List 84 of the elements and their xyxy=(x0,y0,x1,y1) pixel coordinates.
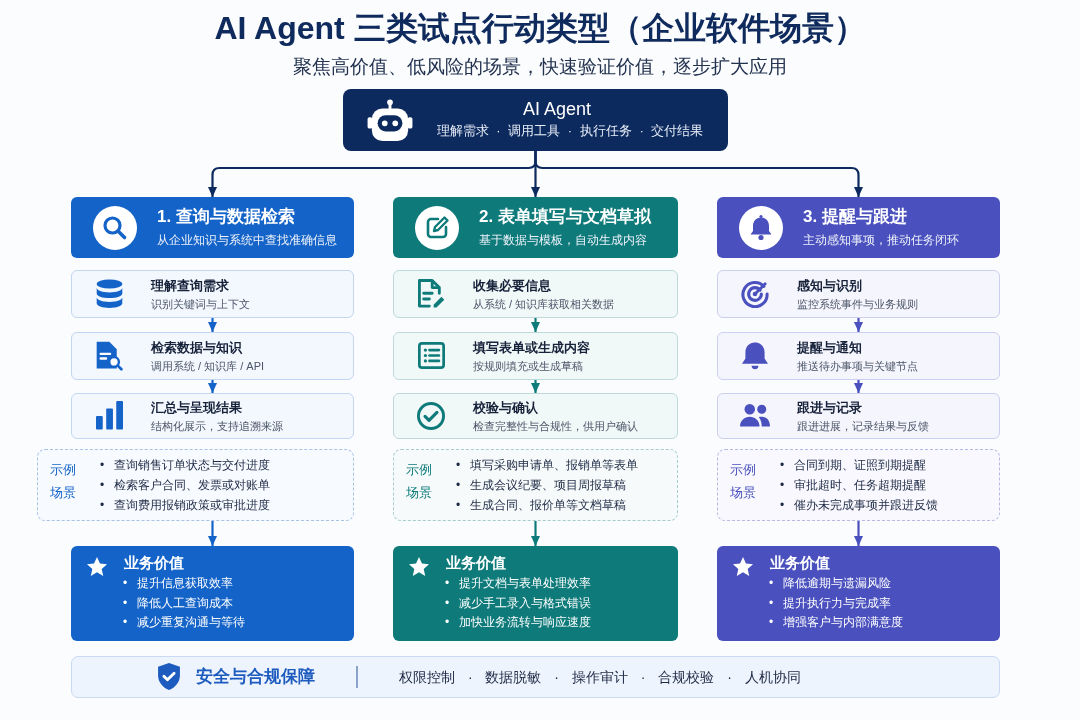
example-panel xyxy=(393,449,678,521)
step-card xyxy=(71,332,354,380)
category-subtitle: 基于数据与模板，自动生成内容 xyxy=(479,232,647,248)
bullet-item: • 提升执行力与完成率 xyxy=(769,594,891,612)
flow-arrow xyxy=(531,318,540,332)
category-title: 1. 查询与数据检索 xyxy=(157,206,295,228)
bullet-item: • 减少重复沟通与等待 xyxy=(123,614,245,631)
agent-title: AI Agent xyxy=(522,98,592,120)
compliance-heading: 安全与合规保障 xyxy=(196,666,315,688)
example-panel xyxy=(717,449,1000,521)
step-title: 感知与识别 xyxy=(797,277,862,294)
category-header xyxy=(393,197,678,258)
flow-arrow xyxy=(854,380,863,393)
step-description: 监控系统事件与业务规则 xyxy=(797,297,918,311)
step-description: 按规则填充或生成草稿 xyxy=(473,359,583,373)
flow-arrow xyxy=(208,521,217,546)
agent-card xyxy=(343,89,728,151)
flow-arrow xyxy=(208,380,217,393)
category-title: 3. 提醒与跟进 xyxy=(803,206,907,228)
diagram-title: AI Agent 三类试点行动类型（企业软件场景） xyxy=(214,9,866,48)
bullet-item: • 催办未完成事项并跟进反馈 xyxy=(780,497,938,514)
flow-arrow xyxy=(534,151,863,197)
bullet-item: • 填写采购申请单、报销单等表单 xyxy=(456,457,638,474)
flow-arrow xyxy=(208,318,217,332)
category-subtitle: 从企业知识与系统中查找准确信息 xyxy=(157,232,337,248)
flow-arrow xyxy=(531,380,540,393)
step-card xyxy=(393,270,678,318)
bullet-item: • 增强客户与内部满意度 xyxy=(769,614,903,631)
step-title: 收集必要信息 xyxy=(473,277,551,294)
step-card xyxy=(717,393,1000,439)
step-description: 跟进进展，记录结果与反馈 xyxy=(797,419,929,433)
step-card xyxy=(717,332,1000,380)
step-title: 汇总与呈现结果 xyxy=(151,399,242,416)
step-title: 填写表单或生成内容 xyxy=(473,339,590,356)
category-header xyxy=(717,197,1000,258)
bullet-item: • 生成合同、报价单等文档草稿 xyxy=(456,497,626,514)
value-card xyxy=(717,546,1000,641)
step-title: 提醒与通知 xyxy=(797,339,862,356)
bullet-item: • 合同到期、证照到期提醒 xyxy=(780,457,926,474)
step-card xyxy=(717,270,1000,318)
bullet-item: • 提升信息获取效率 xyxy=(123,575,233,592)
step-description: 识别关键词与上下文 xyxy=(151,297,250,311)
step-title: 理解查询需求 xyxy=(151,277,229,294)
example-heading: 示例场景 xyxy=(730,461,756,502)
value-card xyxy=(393,546,678,641)
step-title: 跟进与记录 xyxy=(797,399,862,416)
bullet-item: • 生成会议纪要、项目周报草稿 xyxy=(456,477,626,494)
bullet-item: • 检索客户合同、发票或对账单 xyxy=(100,477,270,494)
value-heading: 业务价值 xyxy=(446,553,506,573)
category-subtitle: 主动感知事项，推动任务闭环 xyxy=(803,232,959,248)
step-card xyxy=(393,332,678,380)
bullet-item: • 降低人工查询成本 xyxy=(123,594,233,612)
bullet-item: • 查询销售订单状态与交付进度 xyxy=(100,457,270,474)
value-heading: 业务价值 xyxy=(124,553,184,573)
flow-arrow xyxy=(854,318,863,332)
agent-subtitle: 理解需求 · 调用工具 · 执行任务 · 交付结果 xyxy=(436,123,704,139)
flow-arrow xyxy=(854,521,863,546)
compliance-items: 权限控制 · 数据脱敏 · 操作审计 · 合规校验 · 人机协同 xyxy=(399,668,801,686)
bullet-item: • 加快业务流转与响应速度 xyxy=(445,614,591,631)
example-heading: 示例场景 xyxy=(406,461,432,502)
step-card xyxy=(71,270,354,318)
compliance-bar xyxy=(71,656,1000,698)
example-heading: 示例场景 xyxy=(50,461,76,502)
subtitle: 聚焦高价值、低风险的场景，快速验证价值，逐步扩大应用 xyxy=(293,55,787,79)
flow-arrow xyxy=(531,521,540,546)
bullet-item: • 减少手工录入与格式错误 xyxy=(445,594,591,612)
bullet-item: • 审批超时、任务超期提醒 xyxy=(780,477,926,494)
step-title: 校验与确认 xyxy=(473,399,538,416)
bullet-item: • 提升文档与表单处理效率 xyxy=(445,575,591,592)
step-card xyxy=(393,393,678,439)
example-panel xyxy=(37,449,354,521)
value-heading: 业务价值 xyxy=(770,553,830,573)
step-description: 调用系统 / 知识库 / API xyxy=(151,359,265,373)
bullet-item: • 降低逾期与遗漏风险 xyxy=(769,575,891,592)
step-card xyxy=(71,393,354,439)
step-description: 从系统 / 知识库获取相关数据 xyxy=(473,297,615,311)
step-description: 推送待办事项与关键节点 xyxy=(797,359,918,373)
step-description: 检查完整性与合规性，供用户确认 xyxy=(473,419,638,433)
bullet-item: • 查询费用报销政策或审批进度 xyxy=(100,497,270,514)
value-card xyxy=(71,546,354,641)
category-header xyxy=(71,197,354,258)
step-description: 结构化展示，支持追溯来源 xyxy=(151,419,283,433)
category-title: 2. 表单填写与文档草拟 xyxy=(479,206,651,228)
step-title: 检索数据与知识 xyxy=(151,339,242,356)
